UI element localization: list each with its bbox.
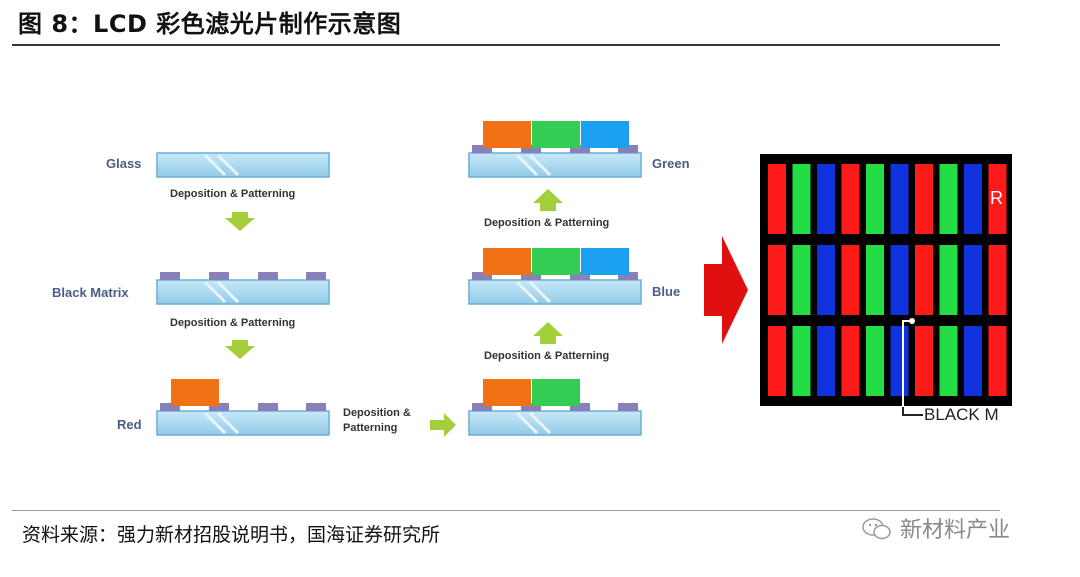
- color-filter-subpixel: [792, 326, 811, 396]
- color-filter-subpixel: [866, 326, 884, 396]
- process-diagram: [156, 121, 748, 437]
- process-label-deposition-5: Deposition & Patterning: [484, 350, 610, 362]
- page-title: 图 8：LCD 彩色滤光片制作示意图: [18, 10, 402, 38]
- color-filter-subpixel: [817, 245, 835, 315]
- watermark: 新材料产业: [862, 512, 1010, 544]
- glass-plate-red: [156, 379, 330, 436]
- glass-plate-red-green: [468, 379, 642, 436]
- glass-plate-green: [468, 121, 642, 178]
- footer-divider: [12, 510, 1000, 511]
- color-filter-subpixel: [768, 326, 786, 396]
- glass-plate-glass: [156, 152, 330, 178]
- color-filter-subpixel: [939, 245, 958, 315]
- glass-plate-black-matrix: [156, 272, 330, 305]
- color-filter-subpixel: [915, 164, 933, 234]
- wechat-icon: [862, 518, 891, 540]
- step-label-glass: Glass: [106, 156, 142, 171]
- color-filter-subpixel: [841, 245, 860, 315]
- color-filter-subpixel: [768, 245, 786, 315]
- process-label-deposition-4: Deposition & Patterning: [484, 217, 610, 229]
- color-filter-subpixel: [841, 164, 860, 234]
- color-filter-panel: [760, 154, 1012, 406]
- process-label-deposition-3a: Deposition &: [343, 407, 411, 419]
- color-filter-subpixel: [915, 326, 933, 396]
- arrow-up-2: [533, 189, 563, 211]
- color-filter-subpixel: [939, 326, 958, 396]
- step-label-black-matrix: Black Matrix: [52, 285, 129, 300]
- step-label-blue: Blue: [652, 284, 681, 299]
- color-filter-subpixel: [866, 164, 884, 234]
- process-label-deposition-3b: Patterning: [343, 422, 398, 434]
- source-note: 资料来源：强力新材招股说明书，国海证券研究所: [22, 524, 441, 546]
- color-filter-subpixel: [792, 164, 811, 234]
- arrow-up-1: [533, 322, 563, 344]
- step-label-red: Red: [117, 417, 142, 432]
- color-filter-subpixel: [890, 164, 909, 234]
- color-filter-subpixel: [890, 245, 909, 315]
- corner-letter: R: [990, 188, 1003, 208]
- process-label-deposition-2: Deposition & Patterning: [170, 317, 296, 329]
- title-divider: [12, 44, 1000, 46]
- color-filter-subpixel: [964, 245, 982, 315]
- color-filter-subpixel: [939, 164, 958, 234]
- color-filter-subpixel: [915, 245, 933, 315]
- color-filter-subpixel: [817, 326, 835, 396]
- color-filter-subpixel: [768, 164, 786, 234]
- step-label-green: Green: [652, 156, 690, 171]
- arrow-right-1: [430, 413, 456, 437]
- arrow-down-2: [225, 340, 255, 359]
- color-filter-subpixel: [964, 164, 982, 234]
- watermark-text: 新材料产业: [900, 518, 1011, 543]
- color-filter-subpixel: [988, 164, 1007, 234]
- black-matrix-pointer: [902, 318, 923, 416]
- glass-plate-blue: [468, 248, 642, 305]
- color-filter-subpixel: [988, 245, 1007, 315]
- color-filter-subpixel: [964, 326, 982, 396]
- black-matrix-label: BLACK M: [924, 405, 999, 424]
- arrow-down-1: [225, 212, 255, 231]
- color-filter-grid: [768, 164, 1007, 396]
- big-red-arrow: [704, 236, 748, 344]
- color-filter-subpixel: [792, 245, 811, 315]
- color-filter-subpixel: [841, 326, 860, 396]
- color-filter-subpixel: [866, 245, 884, 315]
- process-label-deposition-1: Deposition & Patterning: [170, 188, 296, 200]
- color-filter-subpixel: [817, 164, 835, 234]
- color-filter-subpixel: [988, 326, 1007, 396]
